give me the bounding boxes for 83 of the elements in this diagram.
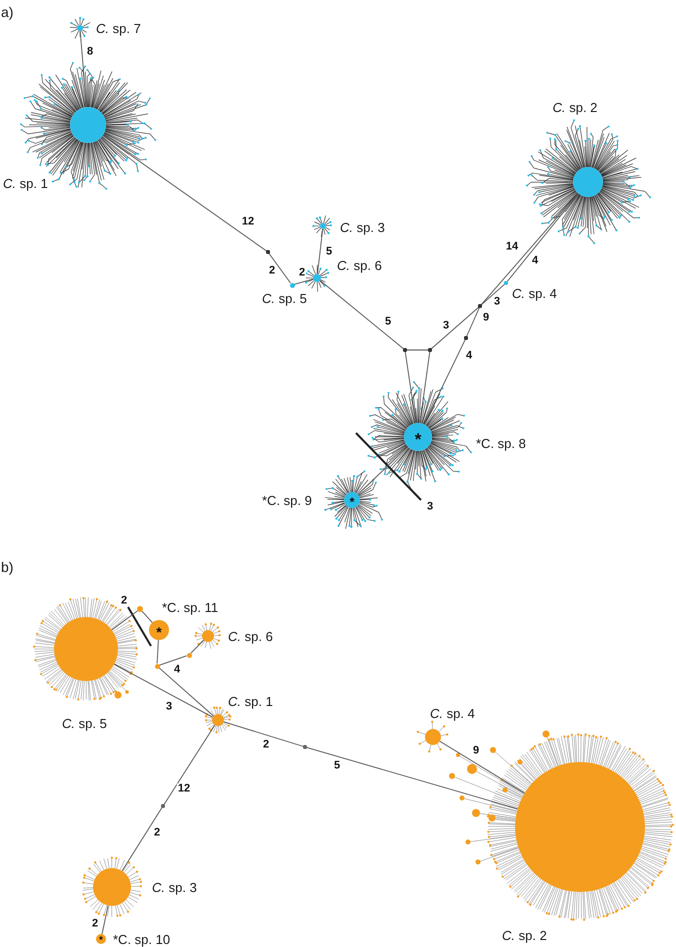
step-count-label: 2: [262, 740, 270, 750]
junction-dot: [266, 250, 270, 254]
step-count-label: 3: [442, 320, 450, 332]
connector-line: [158, 667, 214, 716]
step-count-label: 12: [176, 784, 192, 794]
step-count-label: 14: [504, 242, 520, 252]
connector-line: [506, 193, 579, 282]
step-count-label: 2: [120, 596, 128, 606]
connector-line: [317, 228, 324, 274]
haplotype-dot: [137, 606, 143, 612]
step-count-label: 5: [324, 246, 334, 258]
connector-line: [320, 280, 404, 350]
connector-line: [114, 664, 214, 718]
junction-dot: [464, 336, 468, 340]
species-label: C. sp. 4: [512, 286, 557, 300]
step-count-label: 9: [472, 746, 480, 756]
species-label: *C. sp. 10: [113, 932, 170, 946]
asterisk-label: *: [414, 429, 422, 448]
step-count-label: 2: [298, 268, 306, 278]
junction-dot: [478, 304, 482, 308]
panel-label: a): [1, 4, 14, 20]
species-label: *C. sp. 8: [476, 436, 526, 450]
connector-line: [480, 284, 505, 306]
connector-line: [156, 640, 159, 664]
species-label: C. sp. 3: [340, 220, 385, 234]
junction-dot: [161, 804, 165, 808]
species-label: *C. sp. 11: [162, 600, 218, 614]
step-count-label: 5: [384, 316, 392, 328]
step-count-label: 12: [240, 216, 256, 228]
connector-line: [466, 307, 480, 337]
connector-line: [163, 724, 216, 806]
species-label: C. sp. 6: [337, 258, 382, 272]
step-count-label: 5: [332, 760, 342, 772]
connector-line: [357, 446, 408, 495]
haplotype-dot: [154, 664, 160, 668]
species-label: *C. sp. 9: [262, 492, 312, 508]
connector-line: [158, 655, 188, 666]
asterisk-label: *: [156, 623, 162, 640]
connector-line: [268, 252, 291, 284]
connector-line: [102, 905, 109, 935]
step-count-label: 2: [90, 918, 100, 930]
connector-line: [424, 338, 466, 425]
step-count-label: 4: [464, 350, 474, 362]
junction-dot: [403, 348, 407, 352]
connector-line: [80, 30, 87, 108]
connector-line: [142, 610, 153, 624]
species-label: C. sp. 5: [262, 290, 307, 306]
asterisk-label: *: [350, 494, 354, 508]
connector-line: [306, 746, 518, 810]
step-count-label: 4: [530, 256, 540, 266]
connector-line: [439, 740, 526, 794]
connector-line: [430, 306, 480, 350]
species-label: C. sp. 2: [502, 928, 547, 942]
connector-line: [294, 278, 314, 285]
species-label: C. sp. 5: [62, 716, 107, 730]
connector-line: [190, 640, 204, 654]
species-label: C. sp. 7: [96, 20, 141, 36]
step-count-label: 3: [164, 702, 174, 712]
connector-line: [102, 134, 268, 252]
step-count-label: 8: [86, 46, 94, 58]
junction-dot: [428, 348, 432, 352]
species-label: C. sp. 1: [228, 694, 273, 708]
asterisk-label: *: [99, 934, 103, 946]
step-count-label: 4: [172, 664, 182, 676]
junction-dot: [303, 745, 307, 749]
haplotype-dot: [186, 652, 192, 658]
step-count-label: 9: [482, 312, 490, 324]
species-label: C. sp. 6: [228, 628, 273, 644]
connector-line: [111, 610, 138, 630]
connector-line: [122, 806, 163, 872]
step-count-label: 3: [426, 502, 434, 512]
species-label: C. sp. 2: [552, 100, 598, 114]
connector-line: [404, 351, 416, 424]
species-label: C. sp. 4: [430, 706, 475, 720]
connector-line: [419, 351, 430, 424]
connector-line: [480, 192, 579, 306]
species-label: C. sp. 3: [152, 880, 197, 894]
panel-label: b): [1, 559, 14, 575]
connector-line: [223, 721, 304, 747]
step-count-label: 3: [492, 296, 502, 308]
step-count-label: 2: [152, 828, 162, 838]
species-label: C. sp. 1: [3, 176, 48, 190]
step-count-label: 2: [268, 266, 276, 276]
